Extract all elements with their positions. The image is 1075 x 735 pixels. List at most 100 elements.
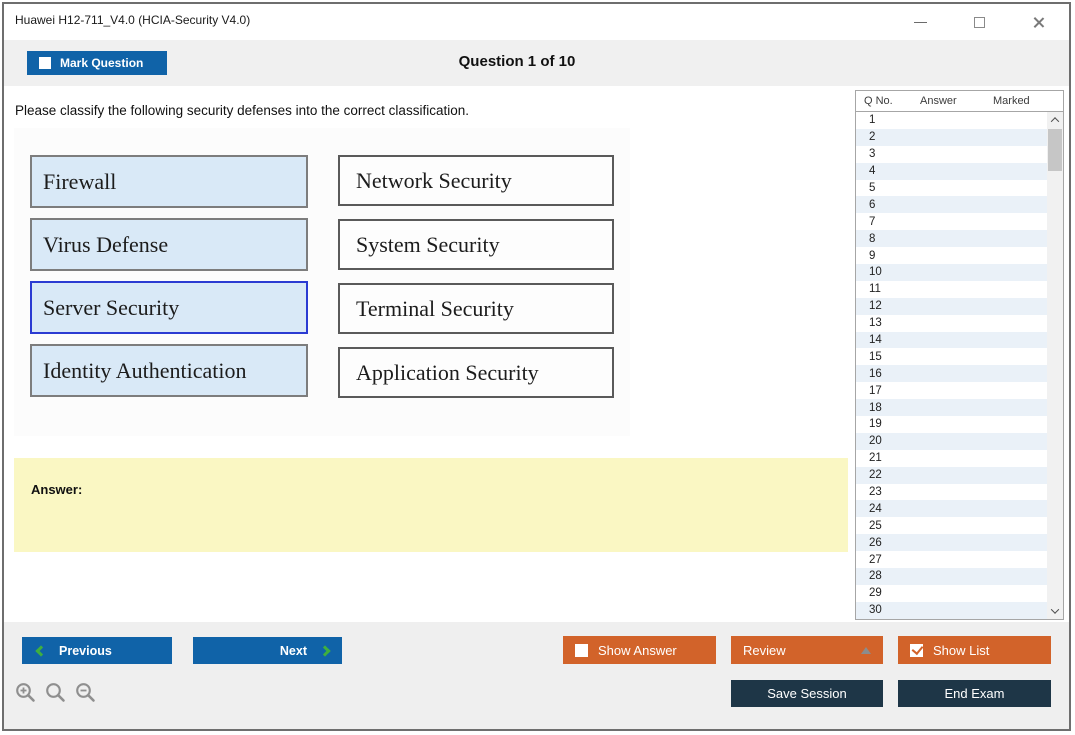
question-number: 14: [869, 334, 882, 347]
drop-targets-column: Network Security System Security Termina…: [338, 155, 614, 398]
question-number: 24: [869, 502, 882, 515]
end-exam-button[interactable]: End Exam: [898, 680, 1051, 707]
show-answer-label: Show Answer: [598, 642, 677, 658]
table-row[interactable]: 29: [856, 585, 1047, 602]
question-number: 16: [869, 367, 882, 380]
table-row[interactable]: 2: [856, 128, 1047, 146]
table-row[interactable]: 26: [856, 534, 1047, 552]
question-number: 13: [869, 317, 882, 330]
title-bar: Huawei H12-711_V4.0 (HCIA-Security V4.0): [4, 4, 1069, 40]
minimize-button[interactable]: [909, 11, 931, 33]
drop-target[interactable]: Application Security: [338, 347, 614, 398]
answer-area[interactable]: Answer:: [14, 458, 848, 552]
table-row[interactable]: 18: [856, 399, 1047, 417]
question-number: 5: [869, 182, 876, 194]
zoom-reset-icon[interactable]: [44, 681, 67, 704]
table-row[interactable]: 8: [856, 230, 1047, 248]
drop-target-label: Network Security: [356, 167, 512, 193]
drag-item[interactable]: Firewall: [30, 155, 308, 208]
table-row[interactable]: 16: [856, 365, 1047, 383]
maximize-button[interactable]: [968, 11, 990, 33]
drag-item[interactable]: Virus Defense: [30, 218, 308, 271]
table-row[interactable]: 27: [856, 551, 1047, 568]
previous-button[interactable]: Previous: [22, 637, 172, 664]
scrollbar-thumb[interactable]: [1048, 129, 1062, 171]
question-number: 1: [869, 114, 876, 127]
drag-items-column: Firewall Virus Defense Server Security I…: [30, 155, 308, 397]
table-row[interactable]: 12: [856, 297, 1047, 315]
chevron-right-icon: [319, 644, 331, 657]
minimize-icon: [913, 21, 927, 23]
drop-target[interactable]: Network Security: [338, 155, 614, 206]
table-row[interactable]: 6: [856, 196, 1047, 214]
table-row[interactable]: 15: [856, 348, 1047, 365]
zoom-out-icon[interactable]: [74, 681, 97, 704]
mark-question-button[interactable]: Mark Question: [27, 51, 167, 75]
question-prompt: Please classify the following security d…: [15, 103, 469, 118]
scrollbar[interactable]: [1047, 112, 1063, 619]
table-row[interactable]: 20: [856, 432, 1047, 450]
chevron-down-icon: [1050, 605, 1060, 614]
table-row[interactable]: 14: [856, 331, 1047, 349]
window-title: Huawei H12-711_V4.0 (HCIA-Security V4.0): [15, 13, 251, 27]
drag-item-label: Server Security: [43, 294, 180, 320]
show-answer-button[interactable]: Show Answer: [563, 636, 716, 664]
mark-question-checkbox[interactable]: [39, 57, 51, 69]
scroll-up-button[interactable]: [1047, 112, 1063, 128]
table-row[interactable]: 24: [856, 500, 1047, 518]
table-row[interactable]: 1: [856, 112, 1047, 129]
footer-bar: Previous Next Show Answer Review Show Li…: [4, 622, 1069, 729]
column-header-marked: Marked: [993, 95, 1030, 107]
table-row[interactable]: 9: [856, 247, 1047, 264]
table-row[interactable]: 11: [856, 281, 1047, 298]
show-list-button[interactable]: Show List: [898, 636, 1051, 664]
next-button[interactable]: Next: [193, 637, 342, 664]
show-list-checkbox[interactable]: [910, 643, 923, 657]
question-number: 22: [869, 469, 882, 482]
question-list: 1 2 3 4 5 6 7 8 9 10 11 12: [856, 112, 1047, 619]
question-number: 11: [869, 283, 881, 296]
table-row[interactable]: 5: [856, 180, 1047, 197]
close-button[interactable]: [1027, 11, 1049, 33]
table-row[interactable]: 28: [856, 568, 1047, 585]
table-row[interactable]: 3: [856, 146, 1047, 163]
table-row[interactable]: 13: [856, 315, 1047, 332]
table-row[interactable]: 25: [856, 517, 1047, 534]
table-row[interactable]: 7: [856, 213, 1047, 230]
question-number: 30: [869, 604, 882, 617]
drag-item[interactable]: Server Security: [30, 281, 308, 334]
show-list-label: Show List: [933, 642, 990, 658]
column-header-answer: Answer: [920, 95, 957, 107]
save-session-button[interactable]: Save Session: [731, 680, 883, 707]
table-row[interactable]: 4: [856, 162, 1047, 180]
drop-target-label: System Security: [356, 231, 500, 257]
drop-target[interactable]: Terminal Security: [338, 283, 614, 334]
show-answer-checkbox[interactable]: [575, 643, 588, 657]
table-row[interactable]: 19: [856, 416, 1047, 433]
drop-target-label: Terminal Security: [356, 295, 514, 321]
table-row[interactable]: 17: [856, 382, 1047, 399]
question-number: 6: [869, 198, 876, 211]
zoom-in-icon[interactable]: [14, 681, 37, 704]
table-row[interactable]: 30: [856, 601, 1047, 619]
question-number: 27: [869, 553, 882, 566]
table-row[interactable]: 22: [856, 466, 1047, 484]
question-number: 3: [869, 148, 876, 161]
review-dropdown-button[interactable]: Review: [731, 636, 883, 664]
question-number: 28: [869, 570, 882, 583]
scroll-down-button[interactable]: [1047, 603, 1063, 619]
drop-target[interactable]: System Security: [338, 219, 614, 270]
question-image-area: Firewall Virus Defense Server Security I…: [14, 128, 630, 436]
table-row[interactable]: 10: [856, 264, 1047, 281]
table-row[interactable]: 23: [856, 484, 1047, 501]
table-row[interactable]: 21: [856, 450, 1047, 467]
drag-item[interactable]: Identity Authentication: [30, 344, 308, 397]
question-number: 19: [869, 418, 882, 431]
triangle-up-icon: [861, 646, 871, 654]
question-number: 10: [869, 266, 882, 279]
review-label: Review: [743, 642, 786, 658]
header-bar: Mark Question Question 1 of 10: [4, 40, 1069, 86]
question-number: 17: [869, 384, 882, 397]
question-number: 12: [869, 300, 882, 313]
